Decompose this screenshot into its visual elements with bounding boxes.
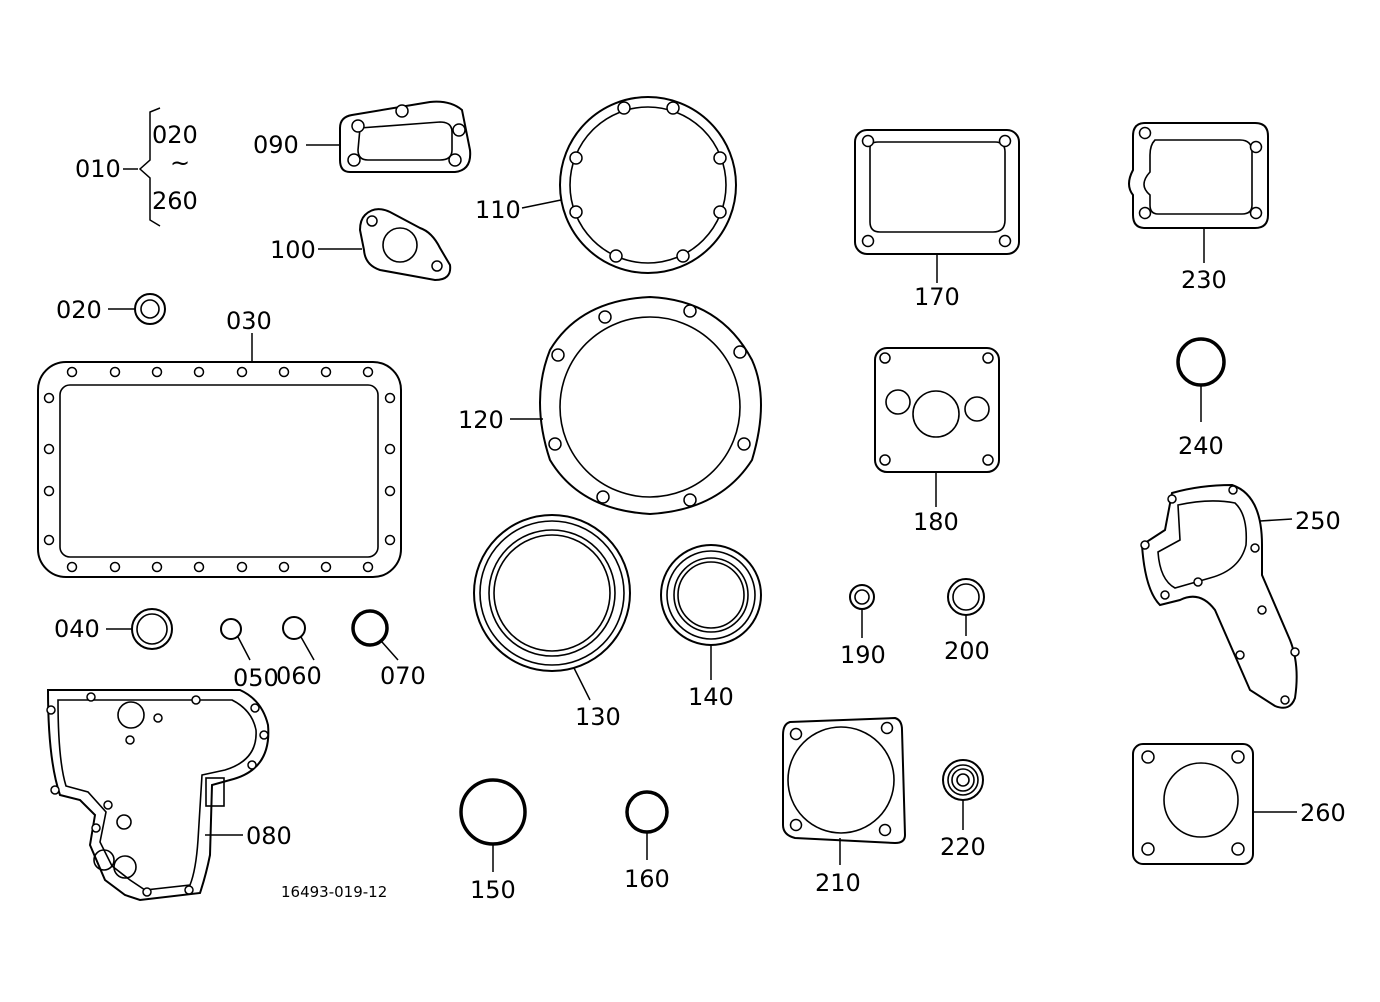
label-130: 130 [575,703,621,731]
part-130-oil-seal[interactable]: 130 [473,514,631,731]
label-100: 100 [270,236,316,264]
label-090: 090 [253,131,299,159]
label-110: 110 [475,196,521,224]
part-230-gasket[interactable]: 230 [1128,122,1269,294]
label-120: 120 [458,406,504,434]
part-110-gasket[interactable]: 110 [475,96,737,274]
label-200: 200 [944,637,990,665]
part-060-o-ring[interactable]: 060 [276,616,322,690]
kit-callout-010: 010 020 ~ 260 [75,107,198,227]
label-150: 150 [470,876,516,904]
part-070-o-ring[interactable]: 070 [351,609,426,690]
part-100-gasket[interactable]: 100 [270,208,452,282]
part-260-gasket[interactable]: 260 [1132,743,1346,865]
part-030-oil-pan-gasket[interactable]: 030 [37,307,402,578]
label-140: 140 [688,683,734,711]
label-kit-range-start: 020 [152,121,198,149]
label-030: 030 [226,307,272,335]
label-260: 260 [1300,799,1346,827]
label-060: 060 [276,662,322,690]
part-050-o-ring[interactable]: 050 [220,618,279,692]
part-090-gasket[interactable]: 090 [253,100,472,173]
label-160: 160 [624,865,670,893]
part-020-seal-ring[interactable]: 020 [56,293,166,325]
part-180-gasket[interactable]: 180 [874,347,1000,536]
label-250: 250 [1295,507,1341,535]
label-190: 190 [840,641,886,669]
label-220: 220 [940,833,986,861]
part-080-gear-case-gasket[interactable]: 080 [46,689,292,902]
label-170: 170 [914,283,960,311]
part-160-o-ring[interactable]: 160 [624,790,670,893]
label-010: 010 [75,155,121,183]
part-210-gasket[interactable]: 210 [782,716,907,897]
part-170-gasket[interactable]: 170 [854,129,1020,311]
label-kit-range-sep: ~ [170,149,190,177]
label-240: 240 [1178,432,1224,460]
label-050: 050 [233,664,279,692]
label-kit-range-end: 260 [152,187,198,215]
label-180: 180 [913,508,959,536]
drawing-code: 16493-019-12 [281,883,387,901]
part-150-o-ring[interactable]: 150 [459,778,527,904]
label-070: 070 [380,662,426,690]
part-190-seal-ring[interactable]: 190 [840,584,886,669]
label-080: 080 [246,822,292,850]
part-240-o-ring[interactable]: 240 [1176,337,1226,460]
part-040-seal-ring[interactable]: 040 [54,608,173,650]
label-210: 210 [815,869,861,897]
label-040: 040 [54,615,100,643]
part-250-gasket[interactable]: 250 [1140,483,1341,709]
label-230: 230 [1181,266,1227,294]
part-120-gasket[interactable]: 120 [458,295,762,516]
label-020: 020 [56,296,102,324]
part-200-seal-ring[interactable]: 200 [944,578,990,665]
part-140-oil-seal[interactable]: 140 [660,544,762,711]
part-220-valve-stem-seal[interactable]: 220 [940,759,986,861]
